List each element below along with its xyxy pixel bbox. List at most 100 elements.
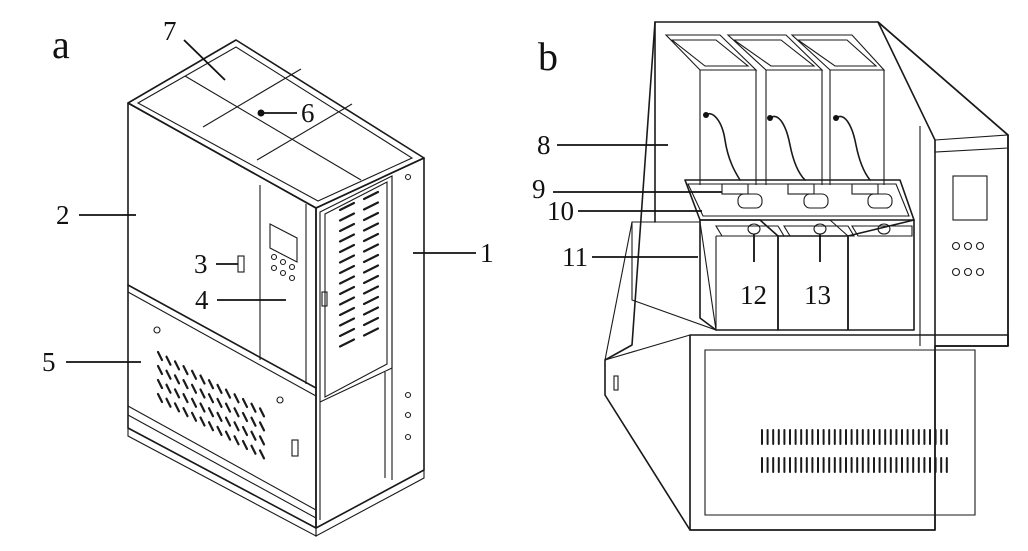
callout-11: 11: [562, 242, 588, 272]
vent-slot: [207, 379, 215, 390]
vent-slot: [250, 402, 257, 413]
vent-slot: [165, 355, 172, 366]
vent-slot: [216, 425, 223, 436]
vent-slot: [338, 338, 356, 348]
fixture-middle: [787, 183, 829, 209]
panel-labels: a b: [52, 22, 558, 79]
vent-slot: [241, 397, 249, 409]
vent-slot: [199, 402, 206, 413]
fixture-right: [851, 183, 893, 209]
vent-slot: [362, 253, 380, 264]
vent-slot: [199, 388, 206, 399]
vent-slot: [338, 222, 356, 233]
vent-slot: [233, 421, 240, 432]
vent-slot: [362, 190, 380, 201]
vent-slot: [207, 421, 215, 432]
vent-slot: [362, 327, 380, 337]
vent-slot: [224, 416, 232, 427]
vent-slot: [338, 212, 356, 222]
callout-8: 8: [537, 130, 551, 160]
vent-slot: [224, 402, 232, 413]
vent-slot: [156, 378, 164, 390]
vent-slot: [156, 392, 164, 404]
vent-slot: [362, 306, 380, 316]
vent-slot: [207, 393, 215, 404]
vent-slot: [241, 439, 249, 451]
vent-slot: [173, 374, 181, 385]
vent-slot: [165, 383, 172, 394]
vent-slot: [182, 379, 189, 390]
vent-slot: [258, 421, 266, 432]
callout-4: 4: [195, 285, 209, 315]
vent-slot: [338, 306, 356, 317]
vent-slot: [199, 416, 206, 427]
vent-slot: [156, 350, 164, 362]
vent-slot: [258, 435, 266, 446]
vent-slot: [338, 243, 356, 254]
vent-slot: [241, 411, 249, 423]
vent-slot: [182, 407, 189, 418]
vent-slot: [224, 430, 232, 441]
vent-slot: [338, 317, 356, 327]
panel-letter-b: b: [538, 34, 558, 79]
panel-letter-a: a: [52, 22, 70, 67]
vent-slot: [362, 222, 380, 232]
vent-slot: [362, 274, 380, 285]
callout-13: 13: [804, 280, 831, 310]
vent-slot: [165, 369, 172, 380]
vent-slot: [338, 264, 356, 275]
callout-12: 12: [740, 280, 767, 310]
vent-slot: [338, 275, 356, 285]
vent-slot: [362, 285, 380, 295]
vent-slot: [362, 211, 380, 222]
front-vent-slots: [156, 350, 266, 460]
vent-slot: [241, 425, 249, 437]
callout-2: 2: [56, 200, 70, 230]
vent-slot: [182, 365, 189, 376]
vent-slot: [250, 444, 257, 455]
vent-slot: [362, 243, 380, 253]
tester-b-drawing: [604, 21, 1009, 531]
callouts-a: 1 2 3 4 5 6 7: [42, 16, 494, 377]
vent-slot: [258, 407, 266, 418]
vent-slot: [173, 360, 181, 371]
cabinet-vent-slots: [761, 429, 948, 473]
callout-5: 5: [42, 347, 56, 377]
vent-slot: [156, 364, 164, 376]
callout-1: 1: [480, 238, 494, 268]
vent-slot: [258, 449, 266, 460]
callout-3: 3: [194, 249, 208, 279]
vent-slot: [362, 264, 380, 274]
vent-slot: [216, 411, 223, 422]
vent-slot: [224, 388, 232, 399]
vent-slot: [233, 407, 240, 418]
vent-slot: [338, 201, 356, 212]
vent-slot: [362, 232, 380, 243]
vent-slot: [233, 393, 240, 404]
vent-slot: [362, 201, 380, 211]
tester-b-leaders: [553, 144, 821, 262]
callout-9: 9: [532, 174, 546, 204]
callout-7: 7: [163, 16, 177, 46]
vent-slot: [173, 402, 181, 413]
vent-slot: [338, 327, 356, 338]
vent-slot: [216, 383, 223, 394]
vent-slot: [338, 296, 356, 306]
vent-slot: [207, 407, 215, 418]
cabinet-a-drawing: [127, 39, 425, 537]
vent-slot: [165, 397, 172, 408]
vent-slot: [338, 254, 356, 264]
vent-slot: [182, 393, 189, 404]
callout-10: 10: [547, 196, 574, 226]
vent-slot: [362, 316, 380, 327]
callout-6: 6: [301, 98, 315, 128]
vent-slot: [190, 411, 198, 422]
vent-slot: [250, 416, 257, 427]
vent-slot: [199, 374, 206, 385]
vent-slot: [338, 285, 356, 296]
vent-slot: [173, 388, 181, 399]
cabinet-a-leaders: [66, 39, 476, 363]
vent-slot: [338, 233, 356, 243]
vent-slot: [190, 369, 198, 380]
